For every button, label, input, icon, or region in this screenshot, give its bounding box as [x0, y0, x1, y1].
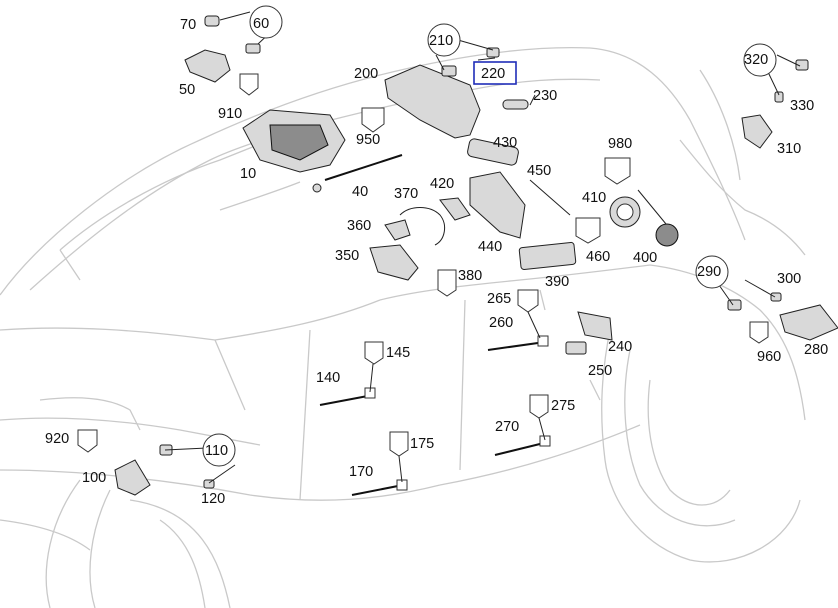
parts — [77, 15, 838, 496]
tag-145-icon — [364, 341, 384, 365]
tag-175-icon — [389, 431, 409, 457]
circle-320 — [743, 43, 777, 77]
label-175: 175 — [410, 436, 434, 452]
label-910: 910 — [218, 106, 242, 122]
lens-420-icon — [439, 197, 471, 221]
bulb-210-icon — [441, 65, 457, 77]
switch-390-icon — [518, 241, 577, 270]
label-40: 40 — [352, 184, 368, 200]
wire-260-icon — [487, 341, 546, 351]
highlight-box-220 — [473, 61, 517, 85]
socket-400-icon — [655, 223, 679, 247]
tag-910-icon — [239, 73, 259, 96]
label-140: 140 — [316, 370, 340, 386]
label-275: 275 — [551, 398, 575, 414]
bulb-220-icon — [486, 47, 500, 58]
label-440: 440 — [478, 239, 502, 255]
tag-460-icon — [575, 217, 601, 244]
label-100: 100 — [82, 470, 106, 486]
tag-265-icon — [517, 289, 539, 313]
label-300: 300 — [777, 271, 801, 287]
circle-60 — [249, 5, 283, 39]
bulb-330-icon — [774, 91, 784, 103]
label-220: 220 — [481, 66, 505, 82]
housing-440-icon — [469, 171, 526, 239]
wire-270-icon — [494, 441, 549, 456]
label-380: 380 — [458, 268, 482, 284]
tag-980-icon — [604, 157, 631, 185]
label-270: 270 — [495, 419, 519, 435]
tag-275-icon — [529, 394, 549, 419]
label-330: 330 — [790, 98, 814, 114]
label-370: 370 — [394, 186, 418, 202]
label-110: 110 — [205, 443, 228, 459]
bulb-120-icon — [203, 479, 215, 489]
bulb-300-icon — [770, 292, 782, 302]
wire-140-icon — [319, 394, 374, 406]
label-920: 920 — [45, 431, 69, 447]
label-950: 950 — [356, 132, 380, 148]
label-290: 290 — [697, 264, 721, 280]
tag-950-icon — [361, 107, 385, 133]
lamp-310-icon — [741, 114, 773, 149]
label-280: 280 — [804, 342, 828, 358]
wire-170-icon — [351, 484, 404, 496]
callout-circles — [202, 5, 777, 467]
label-70: 70 — [180, 17, 196, 33]
label-210: 210 — [429, 33, 453, 49]
label-50: 50 — [179, 82, 195, 98]
label-960: 960 — [757, 349, 781, 365]
label-60: 60 — [253, 16, 269, 32]
car-body-outline — [0, 46, 806, 608]
tag-380-icon — [437, 269, 457, 297]
label-10: 10 — [240, 166, 256, 182]
bulb-70-icon — [204, 15, 220, 27]
cable-370-icon — [399, 207, 446, 246]
label-360: 360 — [347, 218, 371, 234]
label-240: 240 — [608, 339, 632, 355]
label-260: 260 — [489, 315, 513, 331]
label-145: 145 — [386, 345, 410, 361]
bulb-230-icon — [502, 99, 529, 110]
bulb-250-icon — [565, 341, 587, 355]
label-230: 230 — [533, 88, 557, 104]
circle-210 — [427, 23, 461, 57]
bracket-240-icon — [577, 311, 613, 341]
label-250: 250 — [588, 363, 612, 379]
lamp-350-icon — [369, 244, 419, 281]
wire-450-icon — [529, 179, 571, 216]
label-120: 120 — [201, 491, 225, 507]
label-200: 200 — [354, 66, 378, 82]
label-350: 350 — [335, 248, 359, 264]
label-310: 310 — [777, 141, 801, 157]
label-320: 320 — [744, 52, 768, 68]
label-450: 450 — [527, 163, 551, 179]
label-430: 430 — [493, 135, 517, 151]
leader-lines — [164, 11, 801, 484]
label-390: 390 — [545, 274, 569, 290]
tag-920-icon — [77, 429, 98, 453]
tag-960-icon — [749, 321, 769, 344]
lamp-housing-50-icon — [184, 49, 231, 83]
bulb-60-icon — [245, 43, 261, 54]
label-170: 170 — [349, 464, 373, 480]
labels: 70 60 50 910 10 40 200 210 220 230 950 4… — [45, 16, 828, 507]
label-420: 420 — [430, 176, 454, 192]
label-460: 460 — [586, 249, 610, 265]
label-980: 980 — [608, 136, 632, 152]
strut-40-icon — [324, 154, 403, 181]
lamp-280-icon — [779, 304, 838, 341]
label-265: 265 — [487, 291, 511, 307]
bulb-320-icon — [795, 59, 809, 71]
circle-290 — [695, 255, 729, 289]
lamp-100-icon — [114, 459, 151, 496]
circle-110 — [202, 433, 236, 467]
interior-light-200-icon — [384, 64, 481, 139]
label-410: 410 — [582, 190, 606, 206]
label-400: 400 — [633, 250, 657, 266]
lens-430-icon — [467, 138, 519, 166]
clip-360-icon — [384, 219, 411, 241]
